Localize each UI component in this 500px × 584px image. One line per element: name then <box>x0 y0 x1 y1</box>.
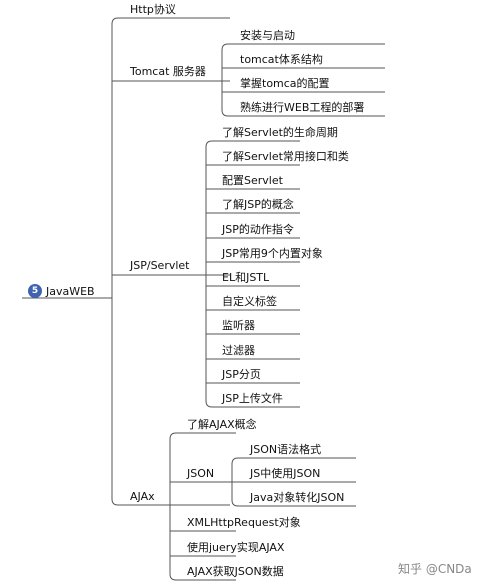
node-jsp-item[interactable]: 过滤器 <box>222 344 255 357</box>
node-ajax-item[interactable]: 了解AJAX概念 <box>187 418 257 431</box>
node-jsp-item[interactable]: 自定义标签 <box>222 295 277 308</box>
node-ajax-item[interactable]: 使用juery实现AJAX <box>187 541 285 554</box>
node-json-item[interactable]: JS中使用JSON <box>250 467 321 480</box>
node-jsp-item[interactable]: 配置Servlet <box>222 174 283 187</box>
node-json-item[interactable]: Java对象转化JSON <box>250 491 345 504</box>
node-jsp-item[interactable]: EL和JSTL <box>222 271 270 284</box>
node-jsp-item[interactable]: JSP常用9个内置对象 <box>222 247 323 260</box>
root-node[interactable]: 5 JavaWEB <box>28 284 95 298</box>
node-ajax-json[interactable]: JSON <box>187 467 215 480</box>
node-jsp-item[interactable]: JSP上传文件 <box>222 392 283 405</box>
node-jsp-item[interactable]: 了解Servlet的生命周期 <box>222 126 338 139</box>
branch-http[interactable]: Http协议 <box>130 3 176 16</box>
node-tomcat-item[interactable]: 掌握tomca的配置 <box>240 77 330 90</box>
branch-tomcat[interactable]: Tomcat 服务器 <box>130 65 206 78</box>
node-tomcat-item[interactable]: tomcat体系结构 <box>240 53 323 66</box>
json-connector <box>231 457 356 507</box>
node-jsp-item[interactable]: JSP分页 <box>222 368 261 381</box>
node-jsp-item[interactable]: 监听器 <box>222 319 255 332</box>
node-tomcat-item[interactable]: 安装与启动 <box>240 29 295 42</box>
root-branches-connector <box>111 17 230 506</box>
watermark: 知乎 @CNDa <box>398 562 472 576</box>
jsp-connector <box>205 140 300 408</box>
node-ajax-item[interactable]: AJAX获取JSON数据 <box>187 565 284 578</box>
number-badge-icon: 5 <box>28 284 42 298</box>
ajax-connector <box>169 432 236 581</box>
root-label: JavaWEB <box>46 284 95 298</box>
node-json-item[interactable]: JSON语法格式 <box>250 443 322 456</box>
node-tomcat-item[interactable]: 熟练进行WEB工程的部署 <box>240 101 365 114</box>
node-ajax-item[interactable]: XMLHttpRequest对象 <box>187 516 301 529</box>
node-jsp-item[interactable]: 了解JSP的概念 <box>222 198 294 211</box>
node-jsp-item[interactable]: 了解Servlet常用接口和类 <box>222 150 349 163</box>
tomcat-connector <box>221 43 385 117</box>
branch-jsp-servlet[interactable]: JSP/Servlet <box>130 259 190 272</box>
node-jsp-item[interactable]: JSP的动作指令 <box>222 223 294 236</box>
branch-ajax[interactable]: AJAx <box>130 490 155 503</box>
